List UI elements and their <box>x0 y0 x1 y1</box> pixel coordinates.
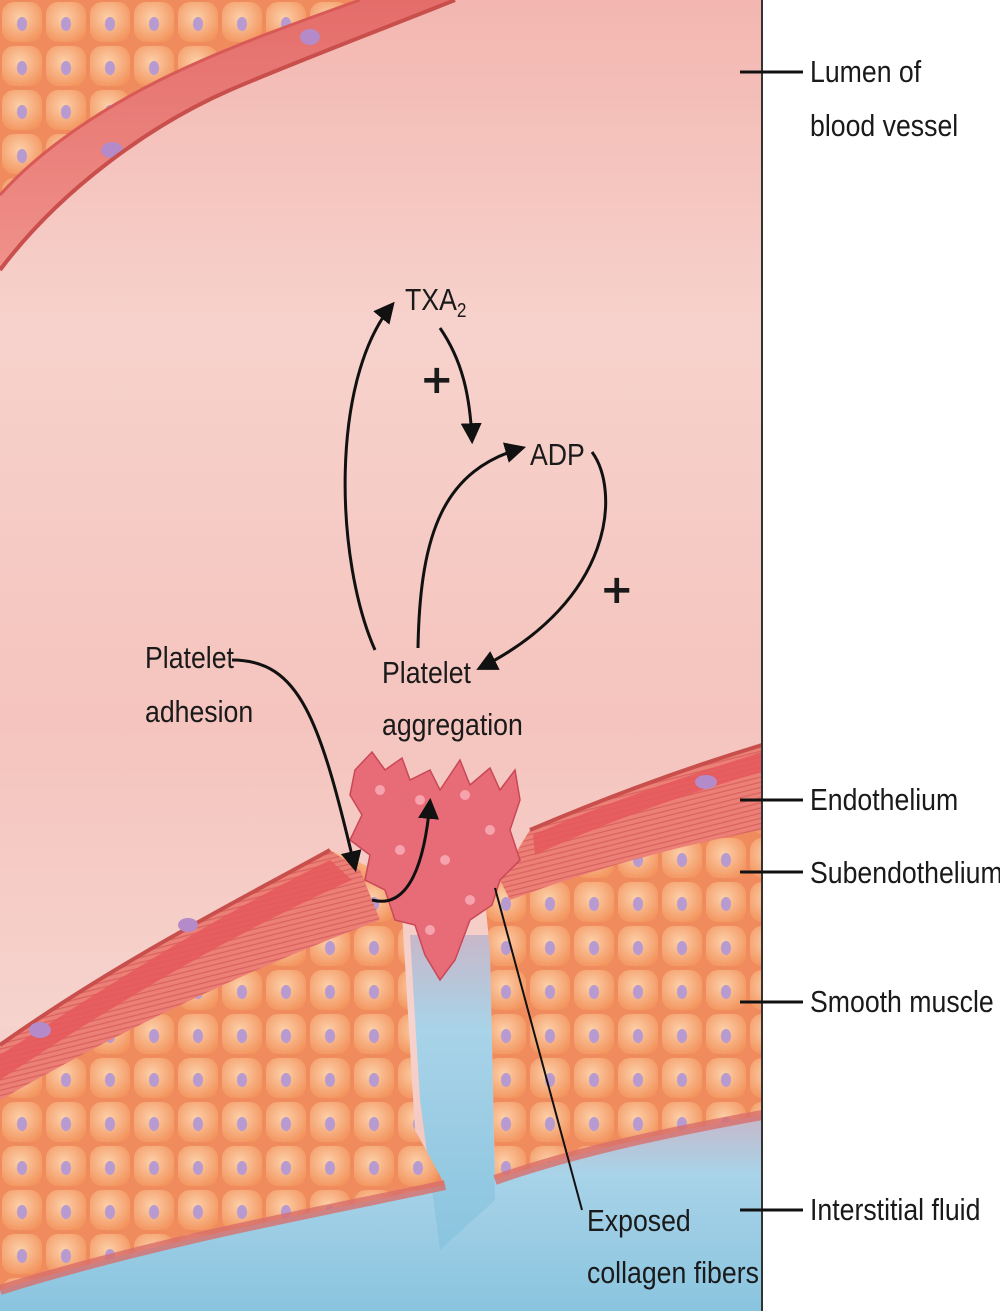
label-endothelium: Endothelium <box>810 782 958 818</box>
label-aggregation-line1: Platelet <box>382 655 471 691</box>
label-smooth-muscle: Smooth muscle <box>810 984 994 1020</box>
txa2-text: TXA <box>405 282 457 317</box>
plus-sign-txa2: + <box>420 362 454 398</box>
label-lumen-line1: Lumen of <box>810 54 921 90</box>
label-lumen-line2: blood vessel <box>810 108 958 144</box>
label-subendothelium: Subendothelium <box>810 855 1000 891</box>
plus-sign-adp: + <box>600 572 634 608</box>
label-adhesion-line1: Platelet <box>145 640 234 676</box>
txa2-subscript: 2 <box>457 300 467 322</box>
label-txa2: TXA2 <box>405 282 466 329</box>
label-aggregation-line2: aggregation <box>382 707 523 743</box>
label-adhesion-line2: adhesion <box>145 694 253 730</box>
label-collagen-line1: Exposed <box>587 1203 691 1239</box>
label-collagen-line2: collagen fibers <box>587 1255 759 1291</box>
label-adp: ADP <box>530 437 585 473</box>
label-interstitial-fluid: Interstitial fluid <box>810 1192 980 1228</box>
